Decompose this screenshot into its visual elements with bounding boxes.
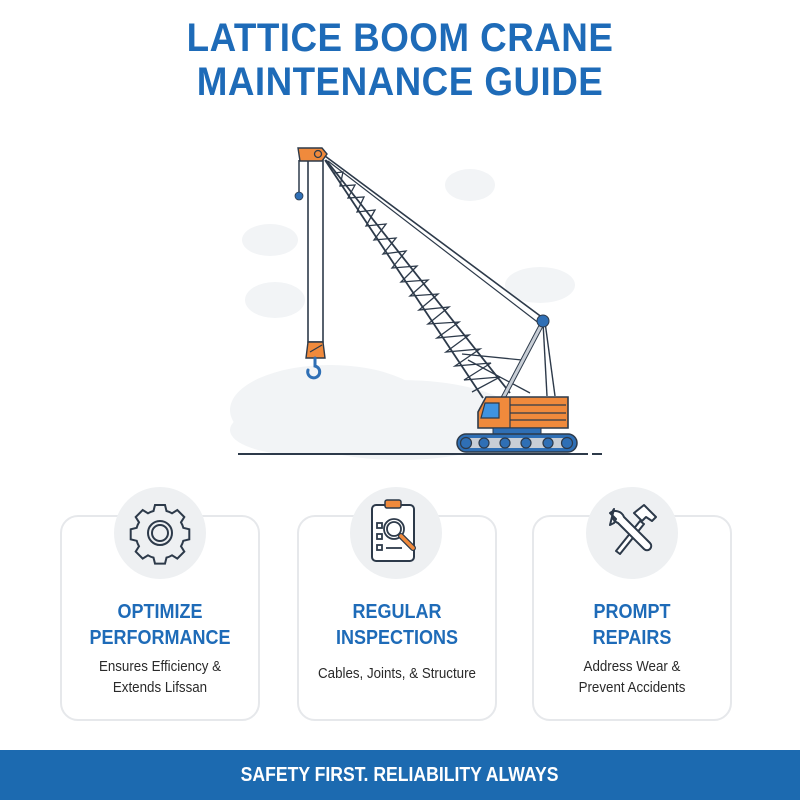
clipboard-magnifier-icon	[371, 499, 416, 562]
card-desc-line-1: Address Wear &	[583, 659, 681, 675]
card-title-line-1: OPTIMIZE	[117, 601, 203, 623]
card-optimize-performance: OPTIMIZE PERFORMANCE Ensures Efficiency …	[60, 515, 260, 721]
lattice-braces	[333, 171, 501, 393]
clipboard-icon-badge	[350, 487, 442, 579]
footer-tagline: SAFETY FIRST. RELIABILITY ALWAYS	[241, 764, 559, 786]
card-title: OPTIMIZE PERFORMANCE	[72, 599, 248, 651]
card-desc-line-2: Extends Lifssan	[112, 680, 208, 696]
gear-icon-badge	[114, 487, 206, 579]
page-title: LATTICE BOOM CRANE MAINTENANCE GUIDE	[32, 16, 768, 104]
card-description: Ensures Efficiency & Extends Lifssan	[70, 657, 250, 699]
card-title: REGULAR INSPECTIONS	[309, 599, 485, 651]
card-title: PROMPT REPAIRS	[544, 599, 720, 651]
cloud-shapes	[230, 169, 575, 460]
wrench-hammer-icon	[609, 504, 657, 555]
title-line-2: MAINTENANCE GUIDE	[196, 60, 604, 104]
card-description: Cables, Joints, & Structure	[307, 664, 487, 685]
card-title-line-2: INSPECTIONS	[335, 627, 459, 649]
card-desc-line-1: Cables, Joints, & Structure	[318, 666, 476, 682]
title-line-1: LATTICE BOOM CRANE	[186, 16, 614, 60]
card-title-line-2: PERFORMANCE	[89, 627, 231, 649]
gear-icon	[129, 504, 191, 565]
footer-banner: SAFETY FIRST. RELIABILITY ALWAYS	[0, 750, 800, 800]
card-title-line-2: REPAIRS	[592, 627, 672, 649]
tools-icon-badge	[586, 487, 678, 579]
card-title-line-1: REGULAR	[352, 601, 442, 623]
card-desc-line-2: Prevent Accidents	[578, 680, 686, 696]
card-title-line-1: PROMPT	[593, 601, 671, 623]
card-desc-line-1: Ensures Efficiency &	[98, 659, 222, 675]
card-description: Address Wear & Prevent Accidents	[542, 657, 722, 699]
track-wheels	[459, 436, 574, 450]
crane-illustration	[230, 147, 602, 460]
